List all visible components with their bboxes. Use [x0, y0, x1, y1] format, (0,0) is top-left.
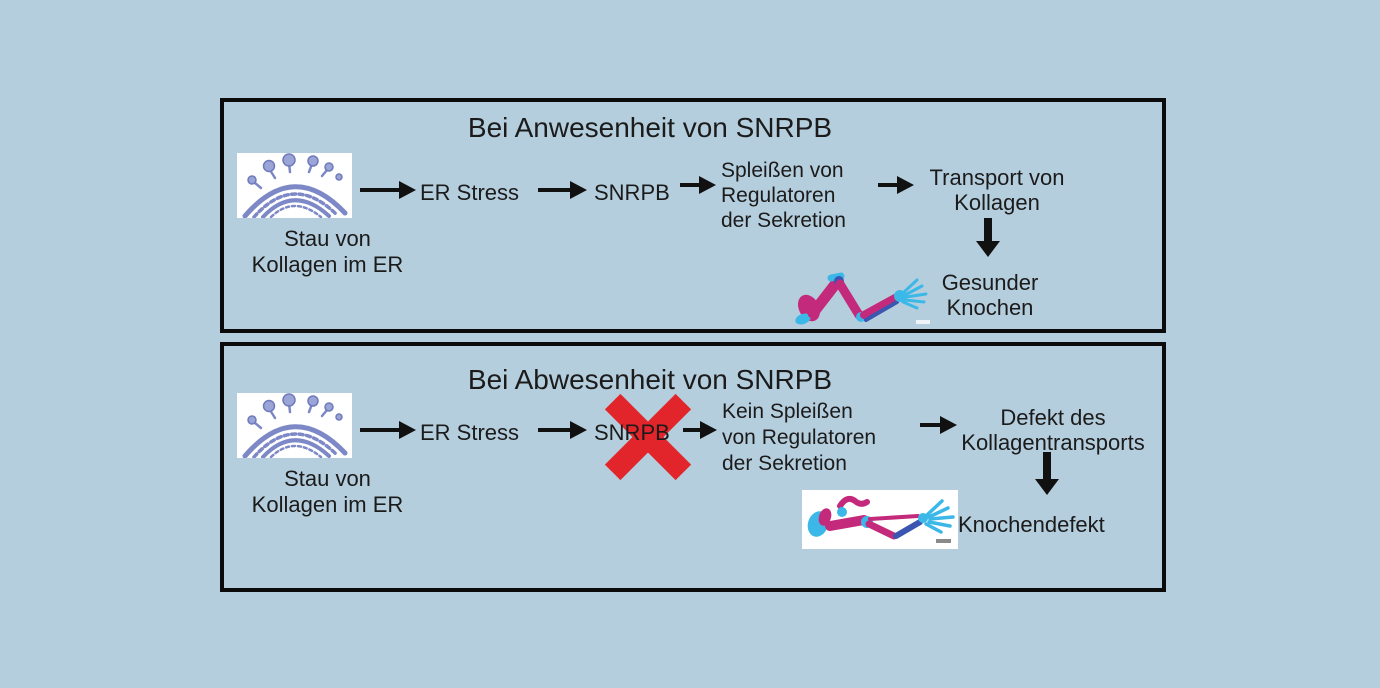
er-caption: Stau von Kollagen im ER — [251, 226, 404, 277]
arrow-down-icon — [984, 218, 992, 242]
arrow-right-icon — [360, 421, 416, 439]
label-snrpb: SNRPB — [594, 180, 670, 205]
endoplasmic-reticulum-icon — [237, 153, 352, 218]
label-no-splicing: Kein Spleißen von Regulatoren der Sekret… — [722, 400, 877, 475]
arrow-right-icon — [538, 421, 587, 439]
arrow-right-icon — [920, 416, 957, 434]
panel-title: Bei Abwesenheit von SNRPB — [467, 364, 833, 395]
label-transport: Transport von Kollagen — [929, 165, 1065, 215]
label-splicing: Spleißen von Regulatoren der Sekretion — [721, 159, 846, 232]
label-collagen-transport-defect: Defekt des Kollagentransports — [961, 405, 1145, 455]
arrow-down-icon — [1043, 452, 1051, 480]
healthy-bone-icon — [795, 268, 935, 328]
panel-snrpb-present: Bei Anwesenheit von SNRPB — [220, 98, 1166, 333]
arrow-right-icon — [538, 181, 587, 199]
panel-snrpb-absent: Bei Abwesenheit von SNRPB — [220, 342, 1166, 592]
arrow-right-icon — [683, 421, 717, 439]
defective-bone-icon — [802, 490, 958, 549]
endoplasmic-reticulum-icon — [237, 393, 352, 458]
arrow-right-icon — [360, 181, 416, 199]
arrow-right-icon — [878, 176, 914, 194]
arrow-right-icon — [680, 176, 716, 194]
label-snrpb: SNRPB — [594, 420, 670, 445]
label-er-stress: ER Stress — [420, 180, 520, 205]
outcome-label: Gesunder Knochen — [941, 270, 1039, 320]
label-er-stress: ER Stress — [420, 420, 520, 445]
er-caption: Stau von Kollagen im ER — [251, 466, 404, 517]
outcome-label: Knochendefekt — [958, 512, 1105, 537]
panel-title: Bei Anwesenheit von SNRPB — [467, 112, 833, 143]
